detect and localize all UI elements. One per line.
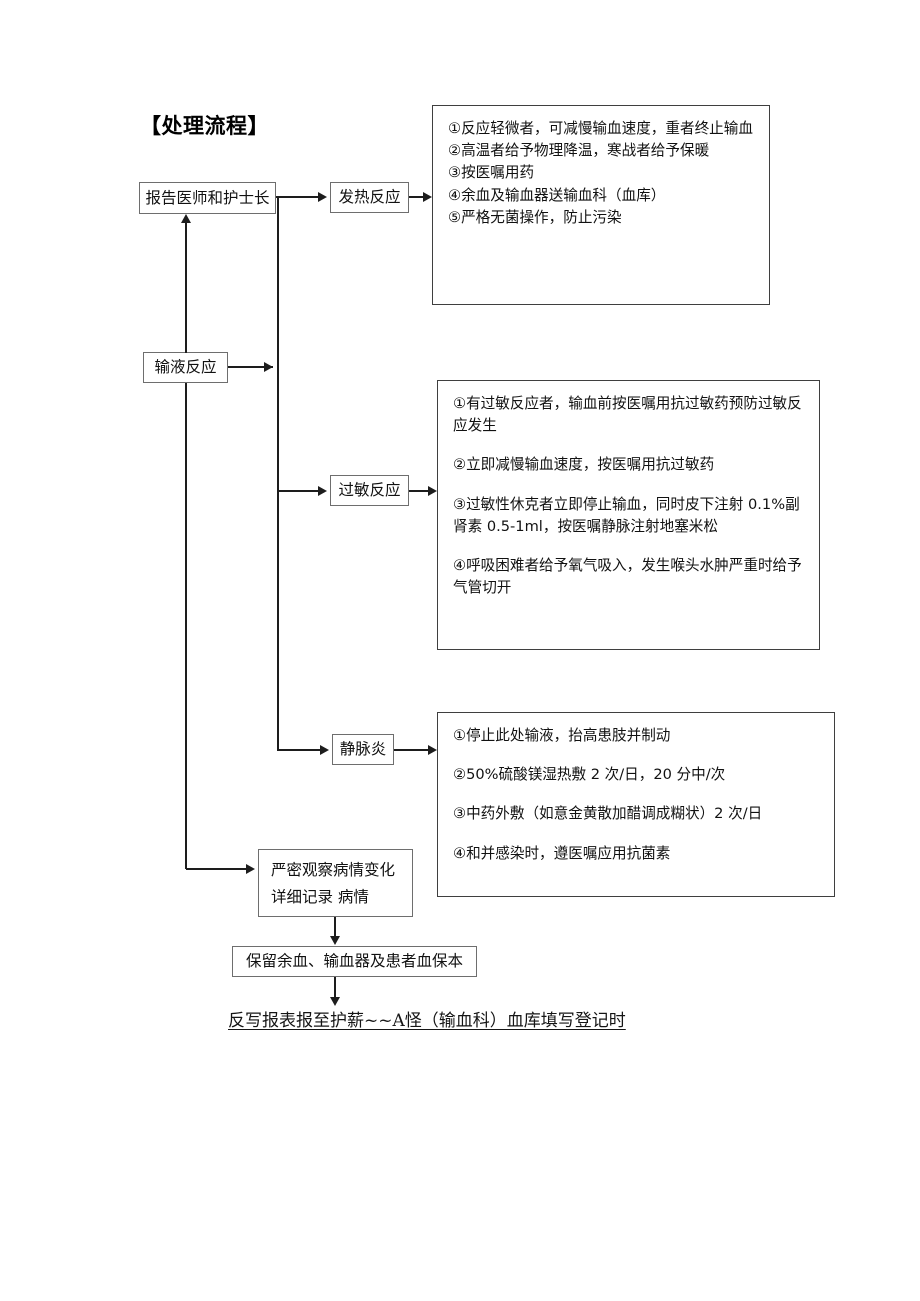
node-allergic-reaction-label: 过敏反应 bbox=[338, 481, 401, 500]
detail-allergy-item-2: ②立即减慢输血速度，按医嘱用抗过敏药 bbox=[453, 456, 715, 474]
detail-box-phlebitis: ①停止此处输液，抬高患肢并制动 ②50%硫酸镁湿热敷 2 次/日，20 分中/次… bbox=[437, 712, 835, 897]
arrowhead-observe-to-retain bbox=[330, 936, 340, 945]
connector-trunk-left bbox=[185, 383, 187, 869]
detail-allergy-item-3: ③过敏性休克者立即停止输血，同时皮下注射 0.1%副肾素 0.5-1ml，按医嘱… bbox=[453, 495, 800, 535]
arrowhead-trunk-to-allergic bbox=[318, 486, 327, 496]
node-fever-reaction-label: 发热反应 bbox=[338, 188, 401, 207]
connector-fever-to-detail bbox=[409, 196, 425, 198]
footer-report-caption: 反写报表报至护薪~~A怪（输血科）血库填写登记时 bbox=[228, 1011, 626, 1031]
detail-phlebitis-item-4: ④和并感染时，遵医嘱应用抗菌素 bbox=[453, 844, 671, 862]
arrowhead-trunk-to-observe bbox=[246, 864, 255, 874]
node-retain-blood-samples[interactable]: 保留余血、输血器及患者血保本 bbox=[232, 946, 477, 977]
node-report-doctor-headnurse[interactable]: 报告医师和护士长 bbox=[139, 182, 276, 214]
arrowhead-report-to-fever bbox=[318, 192, 327, 202]
connector-retain-to-footer bbox=[334, 977, 336, 999]
detail-phlebitis-item-3: ③中药外敷（如意金黄散加醋调成糊状）2 次/日 bbox=[453, 805, 763, 823]
connector-trunk-right bbox=[277, 196, 279, 751]
connector-infusion-to-report bbox=[185, 222, 187, 353]
detail-phlebitis-item-2: ②50%硫酸镁湿热敷 2 次/日，20 分中/次 bbox=[453, 766, 726, 784]
detail-fever-item-2: ②高温者给予物理降温，寒战者给予保暖 bbox=[448, 142, 710, 160]
arrowhead-phlebitis-to-detail bbox=[428, 745, 437, 755]
page-title: 【处理流程】 bbox=[140, 114, 269, 138]
node-phlebitis[interactable]: 静脉炎 bbox=[332, 734, 394, 765]
detail-box-fever: ①反应轻微者，可减慢输血速度，重者终止输血 ②高温者给予物理降温，寒战者给予保暖… bbox=[432, 105, 770, 305]
node-observe-condition-line2: 详细记录 病情 bbox=[271, 888, 369, 907]
arrowhead-fever-to-detail bbox=[423, 192, 432, 202]
detail-fever-item-1: ①反应轻微者，可减慢输血速度，重者终止输血 bbox=[448, 120, 753, 137]
connector-allergic-to-detail bbox=[409, 490, 430, 492]
node-allergic-reaction[interactable]: 过敏反应 bbox=[330, 475, 409, 506]
arrowhead-infusion-to-trunk bbox=[264, 362, 273, 372]
connector-trunk-to-observe bbox=[186, 868, 248, 870]
arrowhead-infusion-to-report bbox=[181, 214, 191, 223]
connector-phlebitis-to-detail bbox=[394, 749, 430, 751]
node-infusion-reaction[interactable]: 输液反应 bbox=[143, 352, 228, 383]
node-observe-condition-line1: 严密观察病情变化 bbox=[271, 861, 396, 879]
node-phlebitis-label: 静脉炎 bbox=[339, 740, 387, 759]
connector-infusion-to-trunk bbox=[228, 366, 273, 368]
arrowhead-trunk-to-phlebitis bbox=[320, 745, 329, 755]
detail-box-allergy: ①有过敏反应者，输血前按医嘱用抗过敏药预防过敏反应发生 ②立即减慢输血速度，按医… bbox=[437, 380, 820, 650]
detail-phlebitis-item-1: ①停止此处输液，抬高患肢并制动 bbox=[453, 727, 671, 744]
node-observe-condition[interactable]: 严密观察病情变化 详细记录 病情 bbox=[258, 849, 413, 917]
connector-trunk-to-phlebitis bbox=[278, 749, 322, 751]
node-fever-reaction[interactable]: 发热反应 bbox=[330, 182, 409, 213]
detail-allergy-item-1: ①有过敏反应者，输血前按医嘱用抗过敏药预防过敏反应发生 bbox=[453, 395, 802, 435]
node-report-doctor-headnurse-label: 报告医师和护士长 bbox=[145, 188, 270, 207]
detail-fever-item-4: ④余血及输血器送输血科（血库） bbox=[448, 186, 666, 204]
connector-observe-to-retain bbox=[334, 917, 336, 938]
connector-report-to-fever bbox=[276, 196, 320, 198]
detail-fever-item-3: ③按医嘱用药 bbox=[448, 164, 535, 182]
arrowhead-allergic-to-detail bbox=[428, 486, 437, 496]
arrowhead-retain-to-footer bbox=[330, 997, 340, 1006]
node-retain-blood-samples-label: 保留余血、输血器及患者血保本 bbox=[245, 952, 463, 971]
detail-fever-item-5: ⑤严格无菌操作，防止污染 bbox=[448, 208, 622, 226]
connector-trunk-to-allergic bbox=[278, 490, 320, 492]
node-infusion-reaction-label: 输液反应 bbox=[154, 358, 217, 377]
detail-allergy-item-4: ④呼吸困难者给予氧气吸入，发生喉头水肿严重时给予气管切开 bbox=[453, 556, 802, 597]
